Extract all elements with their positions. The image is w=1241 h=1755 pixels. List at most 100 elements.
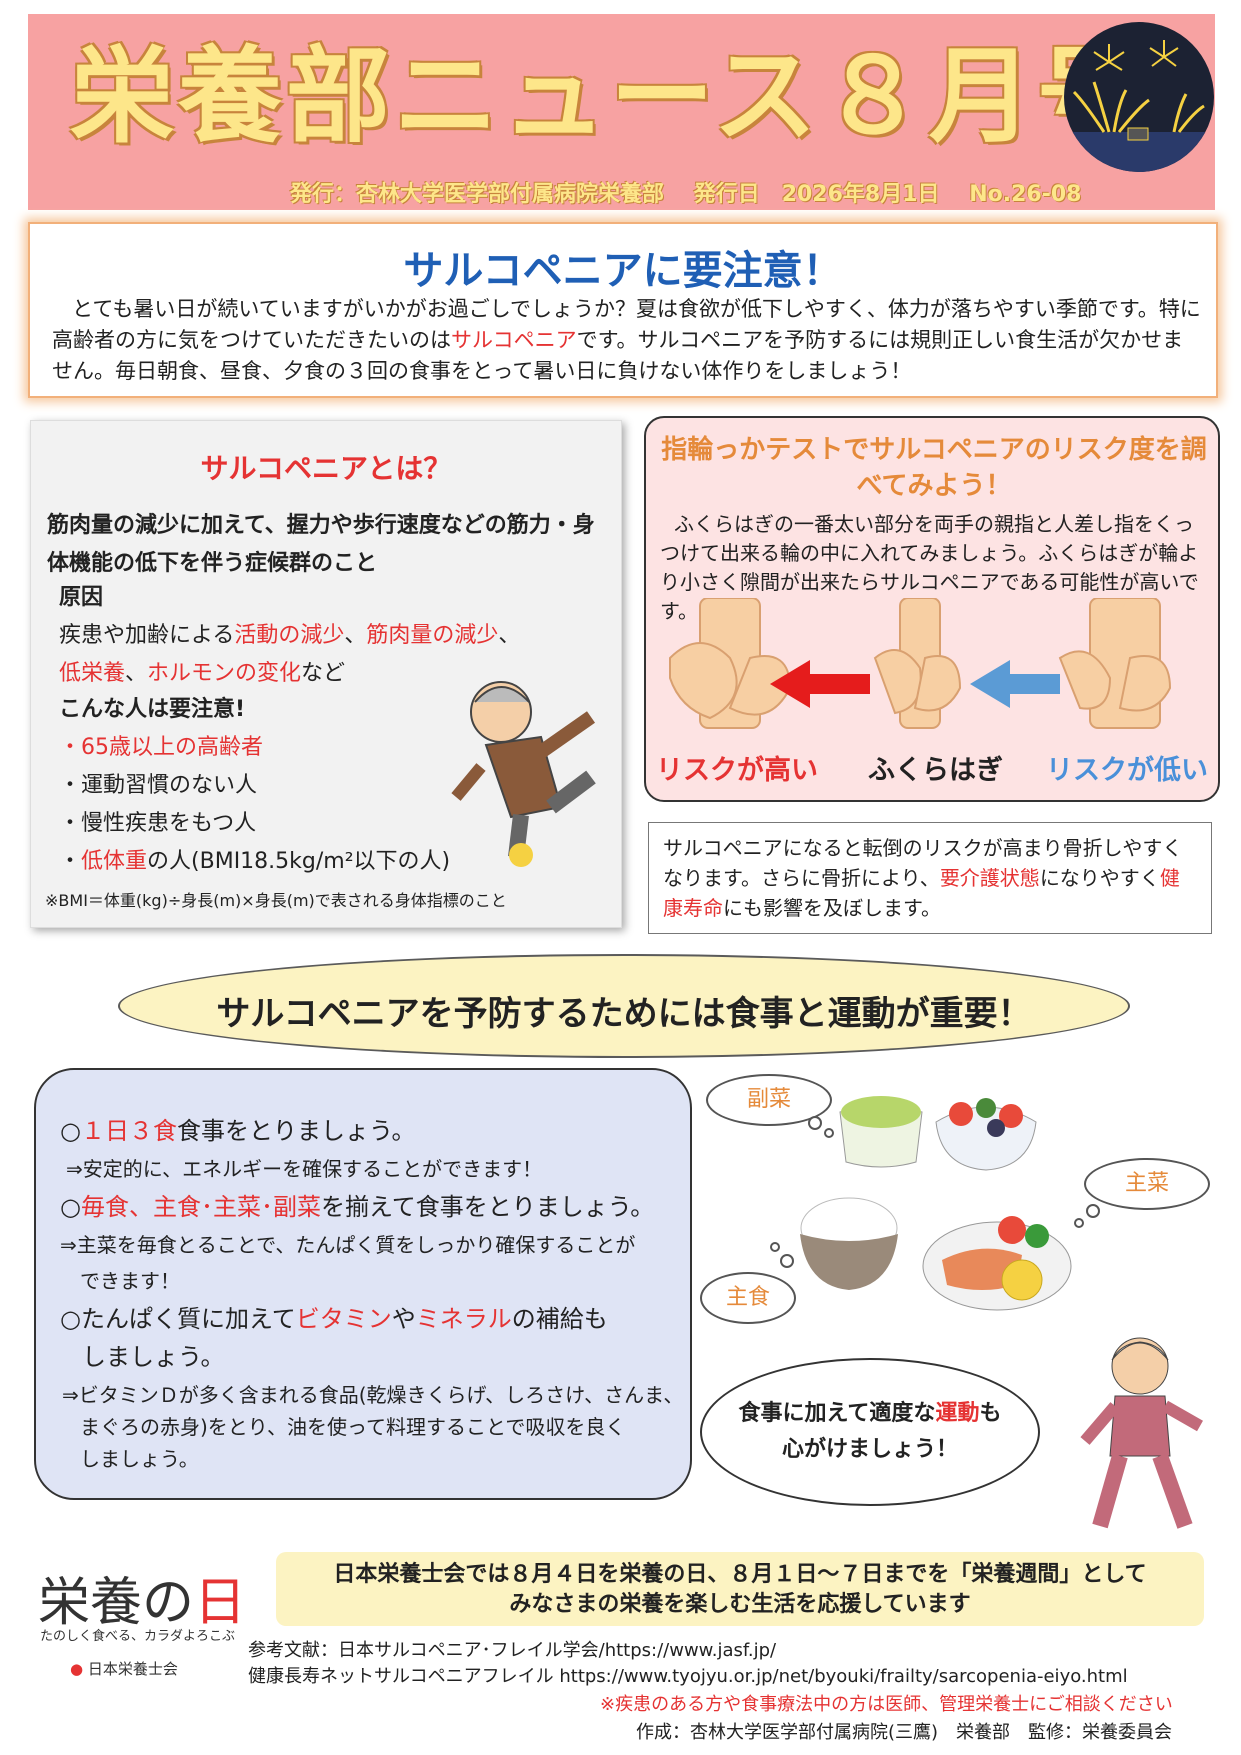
ring-test-text: ふくらはぎの一番太い部分を両手の親指と人差し指をくっつけて出来る輪の中に入れてみ… (660, 512, 1199, 623)
ring-test-hands-icon (660, 597, 1208, 738)
risk-text-2: になりやすく (1039, 866, 1160, 890)
cause-3: 低栄養 (59, 661, 126, 686)
tip-1-sub: ⇒安定的に、エネルギーを確保することができます！ (66, 1157, 543, 1181)
risk-text-1: サルコペニアになると転倒のリスクが高まり骨折しやすくなります。さらに骨折により、 (663, 836, 1183, 890)
nutrition-week-text: 日本栄養士会では８月４日を栄養の日、８月１日～７日までを「栄養週間」としてみなさ… (276, 1560, 1204, 1620)
list-item: ・低体重の人(BMI18.5kg/m²以下の人) (59, 843, 450, 881)
risk-care: 要介護状態 (939, 866, 1040, 890)
cause-2: 筋肉量の減少 (366, 623, 499, 648)
cause-sep: 、 (344, 623, 367, 648)
cause-heading: 原因 (59, 585, 104, 610)
prevention-banner-text: サルコペニアを予防するためには食事と運動が重要！ (216, 994, 1032, 1034)
cause-1: 活動の減少 (234, 623, 345, 648)
tip-3-mid: や (391, 1305, 416, 1333)
cause-4: ホルモンの変化 (147, 661, 302, 686)
risk-text-3: にも影響を及ぼします。 (723, 896, 941, 920)
nutrition-week-line1: 日本栄養士会では８月４日を栄養の日、８月１日～７日までを「栄養週間」として (333, 1562, 1147, 1587)
bmi-note: ※BMI＝体重(kg)÷身長(m)×身長(m)で表される身体指標のこと (45, 891, 507, 910)
what-is-box: サルコペニアとは？ 筋肉量の減少に加えて、握力や歩行速度などの筋力・身体機能の低… (30, 420, 622, 928)
tip-3-mineral: ミネラル (415, 1305, 512, 1333)
logo-title-b: 日 (194, 1573, 247, 1633)
intro-text-1: とても暑い日が続いていますがいかがお過ごしでしょうか？夏は食欲が低下しやすく、体… (52, 297, 1201, 352)
issue-date: 発行日 2026年8月1日 (693, 182, 940, 207)
intro-title: サルコペニアに要注意！ (403, 248, 843, 294)
ring-test-box: 指輪っかテストでサルコペニアのリスク度を調べてみよう！ ふくらはぎの一番太い部分… (644, 416, 1220, 802)
circle-mark: ○ (60, 1117, 81, 1145)
tip-2-sub: ⇒主菜を毎食とることで、たんぱく質をしっかり確保することが (60, 1233, 636, 1257)
what-is-title: サルコペニアとは？ (200, 452, 452, 485)
bubble-dot (780, 1254, 794, 1268)
walking-woman-icon (1060, 1326, 1230, 1542)
bubble-dot (1086, 1204, 1100, 1218)
low-weight: 低体重 (81, 849, 148, 874)
tip-1: ○１日３食食事をとりましょう。 (60, 1114, 416, 1148)
tip-2: ○毎食、主食･主菜･副菜を揃えて食事をとりましょう。 (60, 1190, 654, 1224)
list-item: ・慢性疾患をもつ人 (59, 811, 257, 836)
nutrition-day-logo: 栄養の日 (38, 1560, 246, 1635)
nutrition-week-banner: 日本栄養士会では８月４日を栄養の日、８月１日～７日までを「栄養週間」としてみなさ… (276, 1552, 1204, 1626)
logo-org-name: 日本栄養士会 (87, 1660, 178, 1678)
cause-pre: 疾患や加齢による (59, 623, 235, 648)
speech-exercise: 運動 (935, 1401, 980, 1426)
fracture-risk-box: サルコペニアになると転倒のリスクが高まり骨折しやすくなります。さらに骨折により、… (648, 822, 1212, 934)
tip-2-sub: できます！ (80, 1269, 180, 1293)
bubble-staple: 主食 (700, 1272, 796, 1324)
exercise-speech-bubble: 食事に加えて適度な運動も心がけましょう！ (700, 1358, 1040, 1506)
risk-life: 健康寿命 (663, 866, 1180, 920)
speech-pre: 食事に加えて適度な (738, 1401, 936, 1426)
tip-2-red: 毎食、主食･主菜･副菜 (80, 1193, 321, 1221)
reference-1: 参考文献：日本サルコペニア･フレイル学会/https://www.jasf.jp… (248, 1640, 777, 1661)
cause-sep: 、 (498, 623, 521, 648)
risk-list: ・65歳以上の高齢者 ・運動習慣のない人 ・慢性疾患をもつ人 ・低体重の人(BM… (59, 729, 450, 881)
publisher: 発行：杏林大学医学部付属病院栄養部 (290, 182, 665, 207)
label-high-risk: リスクが高い (656, 755, 818, 786)
circle-mark: ○ (60, 1193, 81, 1221)
ring-test-labels: リスクが高い ふくらはぎ リスクが低い (656, 748, 1212, 788)
tip-3: ○たんぱく質に加えてビタミンやミネラルの補給も (60, 1302, 608, 1336)
tip-3-line2: しましょう。 (82, 1343, 225, 1371)
tip-1-red: １日３食 (80, 1117, 177, 1145)
bullet: ・ (59, 849, 82, 874)
bubble-dot (770, 1242, 780, 1252)
caution-note: ※疾患のある方や食事療法中の方は医師、管理栄養士にご相談ください (600, 1694, 1173, 1715)
bubble-dot (808, 1116, 822, 1130)
ring-test-title: 指輪っかテストでサルコペニアのリスク度を調べてみよう！ (661, 435, 1207, 501)
header-banner (28, 14, 1215, 210)
falling-man-illustration-icon (441, 657, 611, 867)
logo-tagline: たのしく食べる、カラダよろこぶ (40, 1629, 236, 1644)
jda-mark-icon: ● (70, 1660, 84, 1678)
newsletter-title: 栄養部ニュース８月号 (70, 35, 1145, 157)
bubble-dot (1074, 1218, 1084, 1228)
exercise-speech-text: 食事に加えて適度な運動も心がけましょう！ (702, 1396, 1038, 1468)
header-info: 発行：杏林大学医学部付属病院栄養部 発行日 2026年8月1日 No.26-08 (290, 176, 1210, 207)
rice-bowl-icon (794, 1186, 904, 1296)
speech-line2: 心がけましょう！ (781, 1437, 958, 1462)
definition: 筋肉量の減少に加えて、握力や歩行速度などの筋力・身体機能の低下を伴う症候群のこと (47, 513, 595, 576)
list-item: ・65歳以上の高齢者 (59, 735, 263, 760)
prevention-banner: サルコペニアを予防するためには食事と運動が重要！ (118, 954, 1130, 1058)
label-low-risk: リスクが低い (1046, 755, 1208, 786)
reference-2: 健康長寿ネットサルコペニアフレイル https://www.tyojyu.or.… (248, 1666, 1128, 1687)
tip-2-text: を揃えて食事をとりましょう。 (320, 1193, 655, 1221)
cause-post: など (301, 661, 346, 686)
bubble-main-dish: 主菜 (1084, 1158, 1210, 1210)
intro-box: サルコペニアに要注意！ とても暑い日が続いていますがいかがお過ごしでしょうか？夏… (28, 222, 1218, 398)
intro-highlight: サルコペニア (451, 328, 577, 352)
speech-post: も (979, 1401, 1002, 1426)
bubble-dot (824, 1128, 834, 1138)
tip-1-text: 食事をとりましょう。 (176, 1117, 416, 1145)
tip-3-post: の補給も (511, 1305, 608, 1333)
list-item: ・運動習慣のない人 (59, 773, 258, 798)
nutrition-week-line2: みなさまの栄養を楽しむ生活を応援しています (509, 1592, 971, 1617)
firework-icon (1064, 22, 1214, 172)
tip-3-vitamin: ビタミン (295, 1305, 392, 1333)
warning-heading: こんな人は要注意! (59, 697, 246, 722)
side-dish-icon (836, 1082, 1046, 1172)
diet-tips-box: ○１日３食食事をとりましょう。 ⇒安定的に、エネルギーを確保することができます！… (34, 1068, 692, 1500)
cause-text: 疾患や加齢による活動の減少、筋肉量の減少、低栄養、ホルモンの変化など (59, 617, 579, 693)
label-calf: ふくらはぎ (868, 755, 1003, 786)
author-credit: 作成：杏林大学医学部付属病院(三鷹) 栄養部 監修：栄養委員会 (636, 1722, 1173, 1743)
intro-text-2: です。サルコペニアを予防するには規則正しい食生活が欠かせません。毎日朝食、昼食、… (52, 328, 1184, 383)
tip-3-sub: ⇒ビタミンＤが多く含まれる食品(乾燥きくらげ、しろさけ、さんま、 (62, 1383, 684, 1407)
tip-3-sub: しましょう。 (80, 1447, 199, 1471)
